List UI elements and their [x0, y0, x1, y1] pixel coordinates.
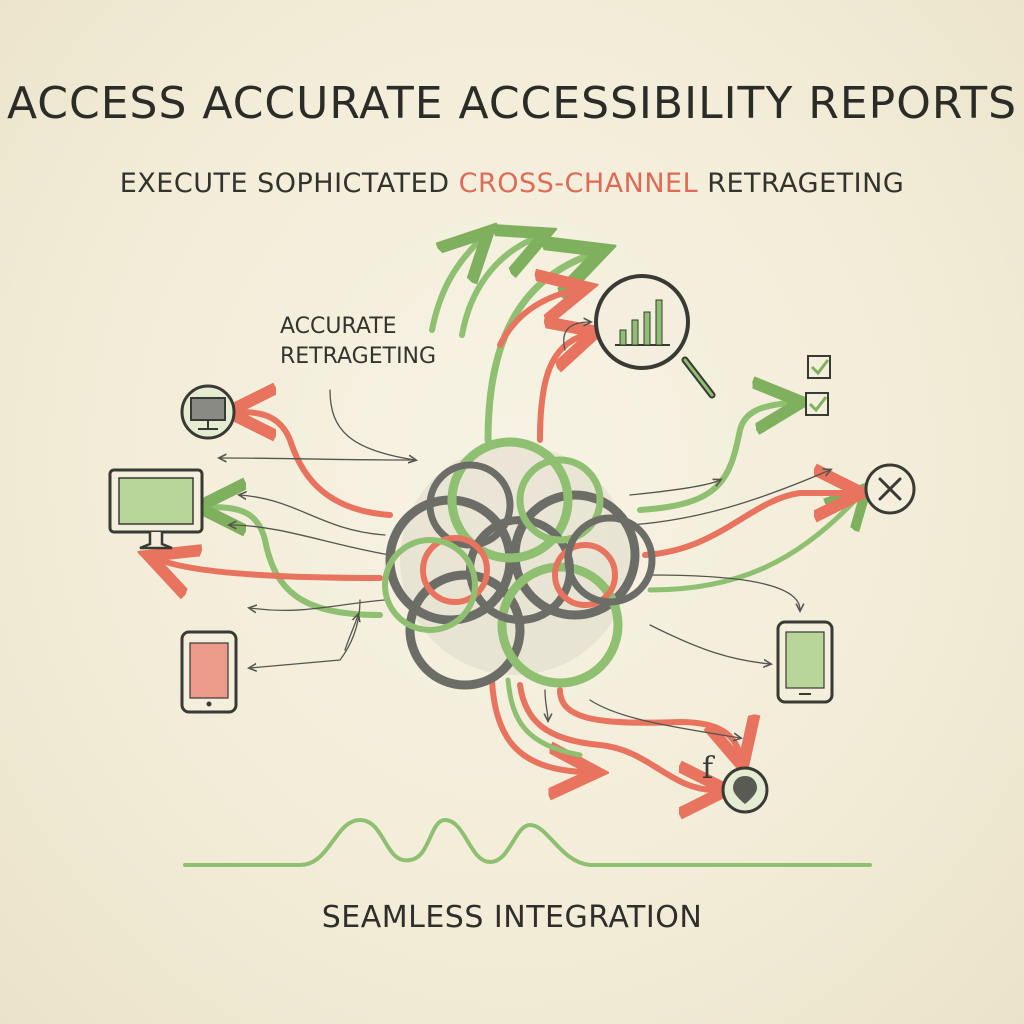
checkbox-1 — [807, 355, 831, 379]
arrow-left-thin-6 — [344, 615, 358, 651]
knot-loop-3 — [447, 437, 573, 563]
arrow-up-red-2 — [537, 335, 585, 443]
arrow-right-thin-3 — [649, 574, 800, 610]
central-knot — [382, 437, 656, 690]
arrow-left-red-1 — [240, 412, 393, 518]
accurate-retargeting-label: ACCURATE RETRAGETING — [280, 312, 436, 372]
checklist-icon — [805, 355, 831, 416]
footer-caption: SEAMLESS INTEGRATION — [321, 900, 703, 935]
arrow-left-red-2 — [160, 560, 383, 578]
arrow-left-thin-3 — [220, 458, 416, 460]
top-arrows — [329, 238, 590, 460]
knot-loop-10 — [552, 542, 618, 608]
arrow-left-thin-4 — [250, 599, 386, 610]
knot-loop-4 — [405, 570, 525, 690]
arrow-right-red-1 — [642, 493, 850, 558]
bottom-arrows — [489, 677, 740, 790]
user-pin-icon — [721, 766, 769, 814]
arrow-down-thin-1 — [545, 689, 548, 720]
tablet-icon-green — [776, 620, 834, 704]
arrow-right-thin-2 — [629, 480, 720, 496]
monitor-circle-icon — [180, 384, 236, 440]
chart-bar-1 — [619, 329, 627, 346]
knot-loop-9 — [420, 535, 490, 605]
checkbox-2 — [805, 392, 829, 416]
subtitle-highlight: CROSS-CHANNEL — [458, 168, 699, 199]
arrow-up-red-1 — [497, 290, 575, 348]
chart-bar-3 — [643, 311, 651, 346]
callout-line-1: ACCURATE — [280, 314, 397, 339]
arrow-down-red-2 — [517, 682, 715, 790]
knot-loop-5 — [497, 562, 623, 688]
arrow-down-thin-2 — [589, 699, 740, 738]
arrow-up-green-1 — [429, 240, 480, 333]
right-arrows — [629, 403, 860, 664]
page-title: ACCESS ACCURATE ACCESSIBILITY REPORTS — [6, 78, 1018, 129]
integration-wave — [183, 817, 872, 867]
arrow-down-green-1 — [505, 677, 583, 758]
knot-loop-12 — [564, 514, 656, 606]
subtitle-suffix: RETRAGETING — [698, 168, 905, 199]
desktop-monitor-icon — [108, 468, 204, 550]
arrow-down-red-1 — [489, 677, 585, 772]
chart-bar-2 — [631, 319, 639, 346]
close-icon — [864, 463, 916, 515]
arrow-up-green-3 — [484, 255, 590, 444]
knot-loop-11 — [382, 537, 478, 633]
left-arrows — [160, 412, 416, 668]
arrow-right-green-1 — [637, 403, 790, 513]
arrow-up-thin-1 — [563, 322, 590, 351]
arrow-up-green-2 — [459, 238, 535, 338]
arrow-right-thin-4 — [649, 624, 770, 664]
arrow-label-thin — [329, 389, 415, 460]
arrow-right-thin-1 — [629, 470, 830, 526]
arrow-left-thin-1 — [240, 495, 386, 536]
magnifier-chart-icon — [594, 274, 716, 399]
page-subtitle: EXECUTE SOPHICTATED CROSS-CHANNEL RETRAG… — [0, 168, 1024, 199]
chart-bar-4 — [655, 299, 663, 346]
magnifier-lens — [594, 274, 690, 370]
tablet-icon-red — [180, 630, 238, 714]
knot-loop-8 — [516, 456, 604, 544]
subtitle-prefix: EXECUTE SOPHICTATED — [119, 168, 459, 199]
facebook-icon: f — [702, 751, 715, 786]
arrow-left-thin-5 — [250, 599, 361, 668]
callout-line-2: RETRAGETING — [280, 344, 437, 369]
arrow-left-thin-2 — [230, 525, 391, 556]
arrow-left-green-1 — [210, 507, 383, 618]
